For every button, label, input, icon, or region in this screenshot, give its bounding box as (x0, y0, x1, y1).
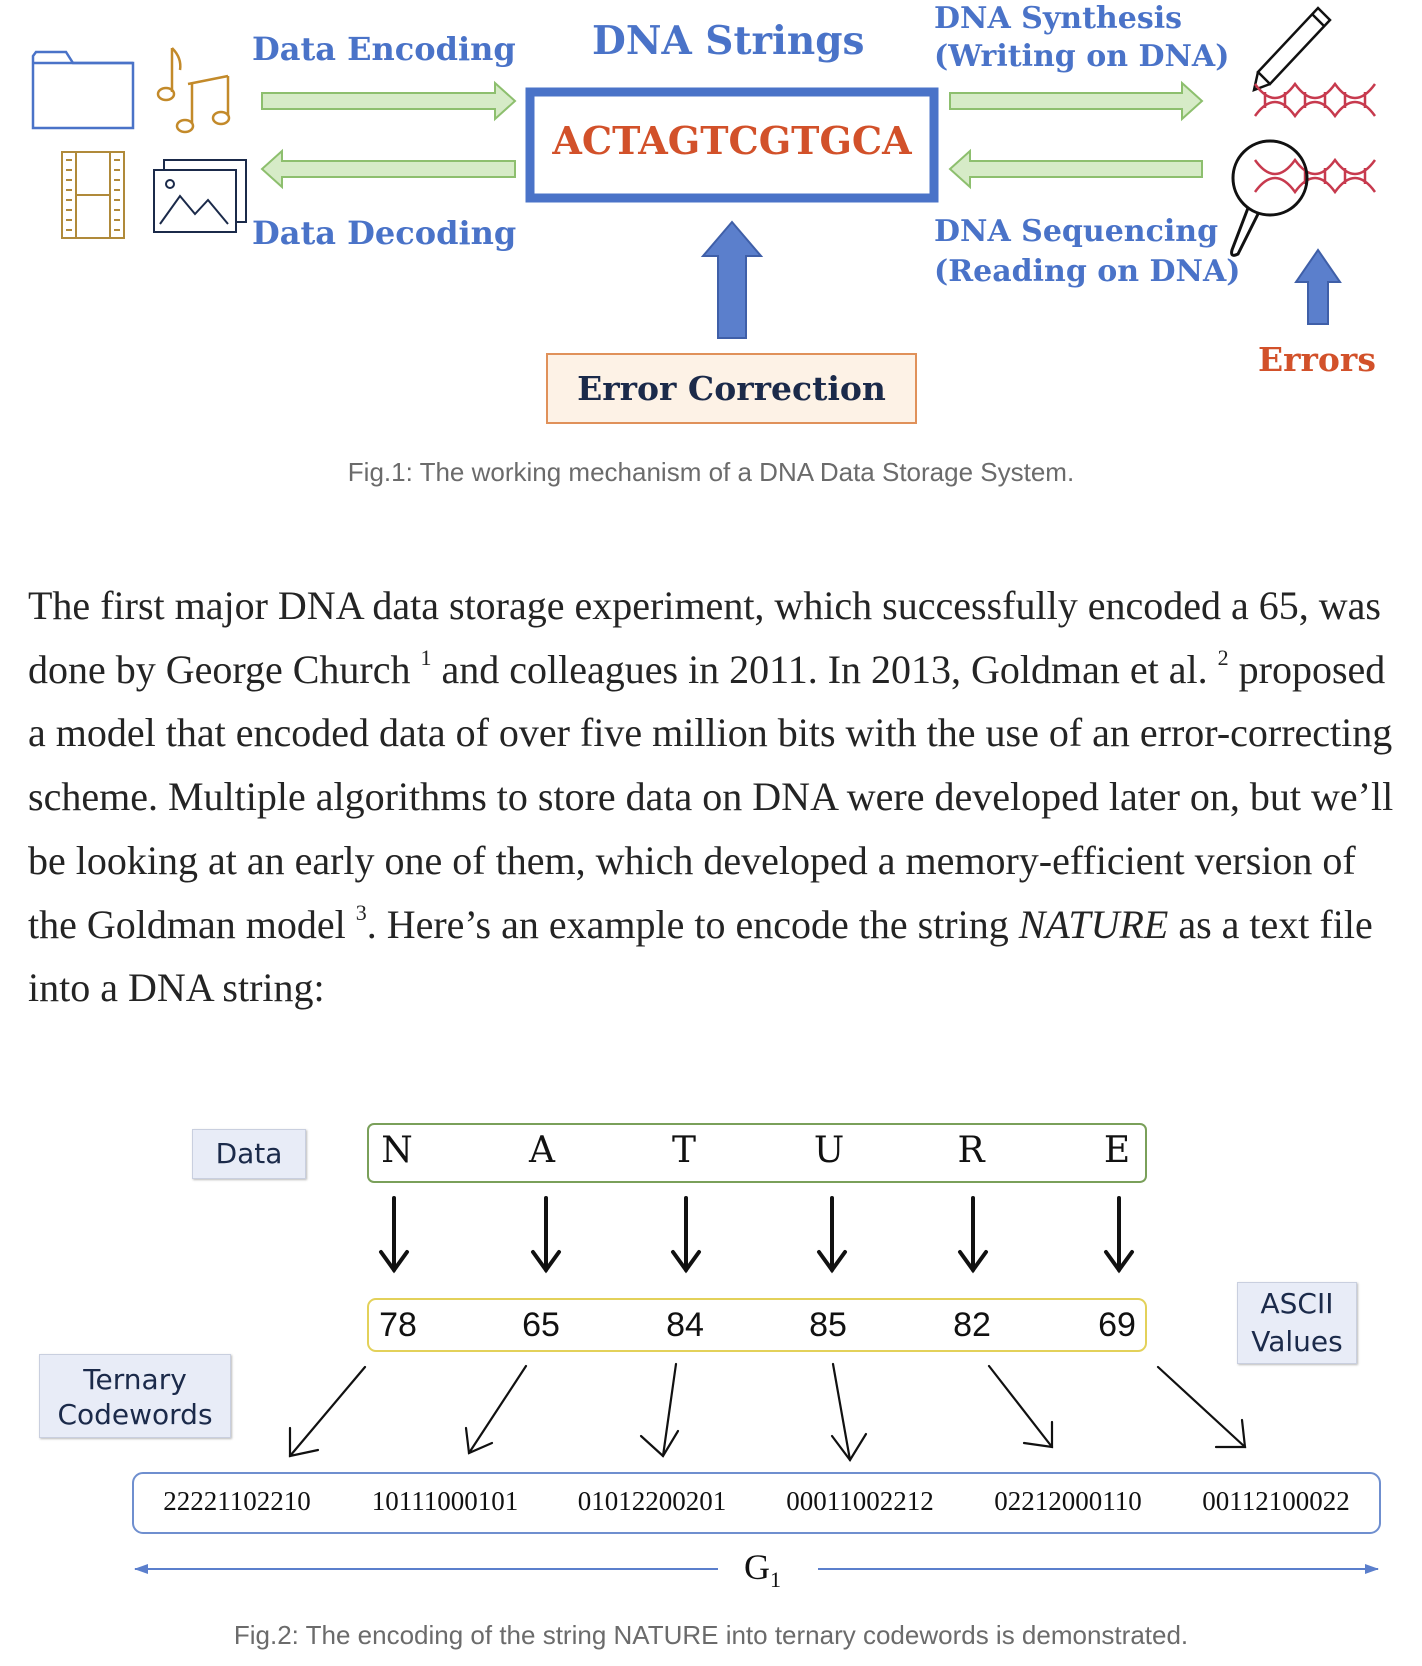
paragraph-text: The first major DNA data storage experim… (28, 583, 1381, 692)
image-icon (153, 159, 247, 233)
dna-synthesis-line-1: DNA Synthesis (934, 1, 1182, 36)
g1-letter: G (744, 1547, 770, 1587)
g1-subscript: 1 (770, 1567, 781, 1593)
figure-1-graphics (31, 6, 1377, 424)
data-letter: R (957, 1130, 985, 1171)
data-letter: T (671, 1130, 696, 1171)
ternary-codeword: 02212000110 (994, 1486, 1142, 1516)
data-tag: Data (192, 1129, 306, 1179)
ternary-codeword: 00011002212 (786, 1486, 934, 1516)
synthesis-arrow (949, 80, 1204, 122)
music-notes-icon (156, 47, 231, 134)
data-encoding-label: Data Encoding (252, 30, 516, 68)
footnote-ref-2[interactable]: 2 (1217, 644, 1229, 670)
data-letter: E (1103, 1130, 1131, 1171)
dna-sequencing-label: DNA Sequencing (Reading on DNA) (934, 212, 1240, 292)
decoding-arrow (260, 148, 516, 190)
diagonal-arrow (987, 1364, 1054, 1449)
ascii-tag-line-1: ASCII (1260, 1287, 1334, 1320)
encoding-arrow (261, 80, 517, 122)
errors-label: Errors (1258, 340, 1376, 379)
diagonal-arrow (639, 1362, 680, 1458)
down-arrow (671, 1196, 701, 1274)
paragraph-text: . Here’s an example to encode the string (366, 901, 1019, 947)
g1-label: G1 (744, 1546, 781, 1593)
down-arrow (817, 1196, 847, 1274)
down-arrow (379, 1196, 409, 1274)
ascii-value: 65 (522, 1306, 560, 1344)
ascii-tag-line-2: Values (1251, 1325, 1343, 1358)
error-correction-label: Error Correction (577, 369, 886, 408)
down-arrow (958, 1196, 988, 1274)
ascii-values-tag: ASCII Values (1237, 1282, 1357, 1364)
diagonal-arrow (288, 1365, 367, 1458)
data-letter: U (813, 1130, 845, 1171)
dna-sequencing-line-1: DNA Sequencing (934, 214, 1219, 249)
sequencing-arrow (948, 148, 1203, 190)
dna-synthesis-line-2: (Writing on DNA) (934, 39, 1230, 74)
down-arrow (531, 1196, 561, 1274)
paragraph-text: proposed a model that encoded data of ov… (28, 646, 1394, 947)
dna-strings-title: DNA Strings (592, 18, 865, 64)
error-correction-box (546, 353, 917, 424)
ascii-value: 85 (809, 1306, 847, 1344)
diagonal-arrow (1156, 1365, 1247, 1449)
ascii-value: 84 (666, 1306, 704, 1344)
dna-sequencing-line-2: (Reading on DNA) (934, 254, 1241, 289)
figure-1-caption: Fig.1: The working mechanism of a DNA Da… (347, 457, 1075, 487)
footnote-ref-1[interactable]: 1 (420, 644, 432, 670)
diagonal-arrow (464, 1364, 528, 1455)
ascii-value: 69 (1098, 1306, 1136, 1344)
dna-helix-icon (1253, 157, 1377, 195)
ternary-codeword: 01012200201 (577, 1486, 727, 1516)
magnifier-icon (1230, 139, 1309, 257)
ternary-tag-line-1: Ternary (83, 1363, 187, 1396)
figure-2-caption: Fig.2: The encoding of the string NATURE… (233, 1620, 1189, 1650)
error-correction-arrow (700, 220, 764, 339)
ternary-codeword: 00112100022 (1202, 1486, 1350, 1516)
ascii-box (367, 1298, 1147, 1352)
ascii-value: 78 (379, 1306, 417, 1344)
ascii-value: 82 (953, 1306, 991, 1344)
dna-string-box (525, 87, 939, 203)
body-paragraph: The first major DNA data storage experim… (28, 574, 1394, 1020)
errors-arrow (1294, 248, 1342, 325)
diagonal-arrow (830, 1362, 868, 1462)
data-letter: N (381, 1130, 413, 1171)
dna-sequence: ACTAGTCGTGCA (552, 118, 912, 163)
data-letter: A (529, 1130, 555, 1171)
dna-synthesis-label: DNA Synthesis (Writing on DNA) (934, 0, 1229, 76)
ternary-codewords-tag: Ternary Codewords (39, 1354, 231, 1438)
footnote-ref-3[interactable]: 3 (355, 899, 367, 925)
ternary-codeword: 22221102210 (163, 1486, 311, 1516)
paragraph-text: and colleagues in 2011. In 2013, Goldman… (431, 646, 1218, 692)
paragraph-text: as a text file into a DNA string: (28, 901, 1373, 1011)
emphasis-nature: NATURE (1018, 901, 1169, 947)
data-decoding-label: Data Decoding (252, 214, 517, 252)
film-strip-icon (61, 151, 125, 239)
down-arrow (1104, 1196, 1134, 1274)
ternary-codeword: 10111000101 (371, 1486, 519, 1516)
ternary-tag-line-2: Codewords (57, 1398, 213, 1431)
folder-icon (31, 50, 135, 130)
dna-helix-icon (1253, 81, 1377, 119)
pen-icon (1252, 6, 1332, 92)
letters-box (367, 1123, 1147, 1183)
